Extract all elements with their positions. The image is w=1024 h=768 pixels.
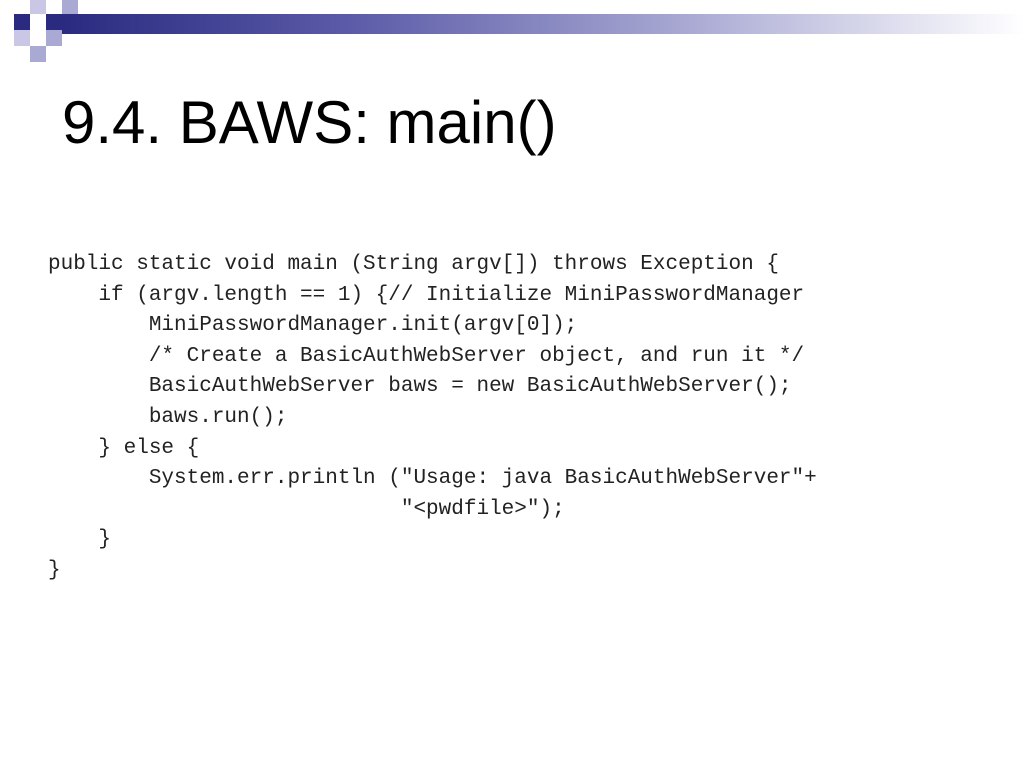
decor-square: [14, 14, 30, 30]
code-line: } else {: [48, 436, 200, 460]
slide-title: 9.4. BAWS: main(): [62, 89, 557, 156]
decor-square: [30, 0, 46, 14]
decor-square: [46, 14, 62, 30]
decor-square: [62, 0, 78, 14]
code-line: public static void main (String argv[]) …: [48, 253, 779, 276]
code-line: System.err.println ("Usage: java BasicAu…: [48, 467, 817, 491]
code-block: public static void main (String argv[]) …: [48, 250, 817, 587]
header-gradient-bar: [62, 14, 1024, 34]
decor-square: [14, 30, 30, 46]
code-line: if (argv.length == 1) {// Initialize Min…: [48, 283, 805, 307]
code-line: }: [48, 528, 112, 552]
code-line: }: [48, 558, 61, 582]
code-line: "<pwdfile>");: [48, 497, 565, 521]
code-line: baws.run();: [48, 405, 288, 429]
code-line: MiniPasswordManager.init(argv[0]);: [48, 314, 578, 338]
code-line: /* Create a BasicAuthWebServer object, a…: [48, 344, 805, 368]
decor-square: [30, 46, 46, 62]
title-decoration: [0, 0, 1024, 64]
decor-square: [46, 30, 62, 46]
code-line: BasicAuthWebServer baws = new BasicAuthW…: [48, 375, 792, 399]
